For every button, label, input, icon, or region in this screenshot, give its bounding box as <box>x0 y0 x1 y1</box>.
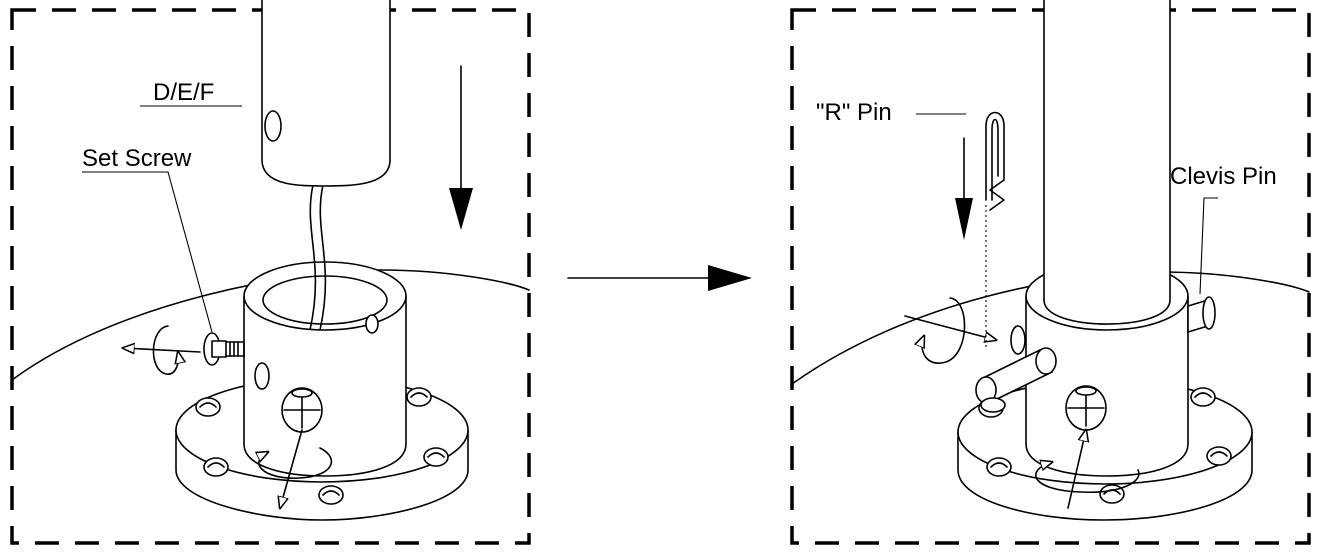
right-set-screw <box>1010 325 1026 355</box>
collar-side-hole <box>254 362 270 390</box>
bolt-icon <box>986 457 1012 477</box>
left-flange-bolts <box>195 387 449 505</box>
bolt-icon <box>406 387 432 407</box>
cable <box>309 184 317 331</box>
bolt-icon <box>318 485 344 505</box>
label-r-pin: "R" Pin <box>816 99 892 126</box>
r-pin-lower-loop <box>980 397 1006 413</box>
set-screw-pull-arrow <box>123 348 201 352</box>
right-tube <box>1043 0 1171 325</box>
screw-insert-arrow <box>1067 430 1086 509</box>
left-panel: D/E/F Set Screw <box>10 0 531 545</box>
label-clevis-pin: Clevis Pin <box>1170 163 1277 190</box>
right-arrow-icon <box>567 265 752 291</box>
bolt-icon <box>203 457 229 477</box>
bolt-icon <box>1190 387 1216 407</box>
set-screw-leader <box>82 171 213 333</box>
clevis-pin <box>975 296 1216 404</box>
rotation-arrow-icon <box>1035 462 1140 493</box>
phillips-screw-icon <box>1065 385 1107 431</box>
rotation-arrow-icon <box>152 325 178 375</box>
label-part: D/E/F <box>153 79 214 106</box>
bolt-icon <box>1206 446 1232 466</box>
bolt-icon <box>195 397 221 417</box>
set-screw <box>203 332 245 366</box>
r-pin <box>985 111 1005 211</box>
down-arrow-icon <box>449 65 473 230</box>
clevis-pin-leader <box>1199 197 1218 295</box>
bolt-icon <box>423 447 449 467</box>
left-tube <box>261 0 391 187</box>
tube-hole <box>264 110 282 142</box>
down-arrow-icon <box>955 137 973 240</box>
screw-insert-arrow <box>280 429 303 508</box>
collar-inner-hole <box>365 314 379 334</box>
label-set-screw: Set Screw <box>82 145 192 172</box>
phillips-screw-icon <box>281 387 323 433</box>
set-screw-push-arrow <box>904 315 996 340</box>
rotation-arrow-icon <box>259 447 333 479</box>
right-panel: "R" Pin Clevis Pin <box>790 0 1311 545</box>
rotation-arrow-icon <box>922 297 966 364</box>
